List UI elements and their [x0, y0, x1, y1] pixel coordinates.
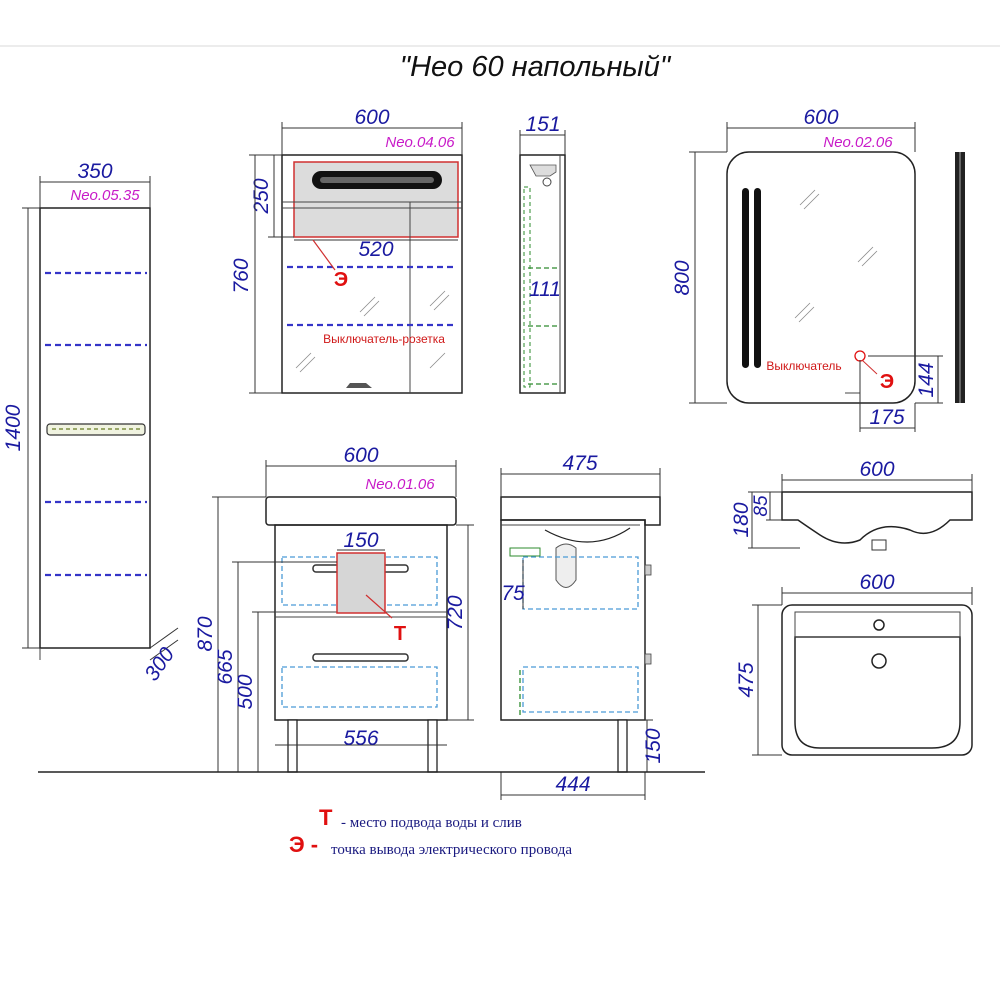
sink-height-85-dim: 85	[751, 495, 772, 517]
cabinet-side-body	[519, 154, 566, 394]
mirror-body	[726, 151, 916, 404]
cabinet-lamp-height-dim: 250	[250, 178, 273, 214]
cabinet-depth-dim: 151	[525, 113, 560, 136]
legend-mark-t: Т	[319, 805, 333, 830]
sink-top-width-dim: 600	[859, 571, 894, 594]
sink-top-body	[781, 604, 973, 756]
vanity-side: 475 75 150 444	[500, 452, 665, 800]
mirror-width-dim: 600	[803, 106, 838, 129]
mirror-cabinet-front: 600 Neo.04.06 250 520 760 Э Выключатель-…	[230, 106, 463, 394]
vanity-siphon	[555, 543, 577, 588]
sink-top-depth-dim: 475	[735, 662, 758, 697]
pencil-depth-dim: 300	[140, 643, 179, 685]
vanity-side-75-dim: 75	[501, 582, 525, 605]
cabinet-shelf-depth-dim: 111	[529, 278, 561, 301]
vanity-t-mark: Т	[394, 623, 406, 645]
cabinet-code: Neo.04.06	[385, 134, 455, 151]
legend-text-e: точка вывода электрического провода	[331, 842, 572, 858]
mirror-e-mark: Э	[880, 371, 894, 393]
pencil-code: Neo.05.35	[70, 187, 140, 204]
cabinet-switch-socket-label: Выключатель-розетка	[323, 332, 445, 346]
faucet-hole	[873, 619, 885, 631]
vanity-sink-top	[265, 496, 457, 526]
vanity-depth-dim: 475	[562, 452, 597, 475]
cabinet-height-dim: 760	[230, 258, 253, 293]
pencil-case: 350 Neo.05.35 1400 300	[2, 160, 179, 685]
sink-side-profile	[781, 491, 973, 544]
legend-mark-e: Э -	[289, 832, 318, 857]
cabinet-width-dim: 600	[354, 106, 389, 129]
drawing-title: "Нео 60 напольный"	[400, 51, 672, 83]
vanity-height-500-dim: 500	[234, 674, 257, 709]
vanity-total-height-dim: 870	[194, 616, 217, 651]
mirror-switch-label: Выключатель	[766, 359, 841, 373]
mirror-height-dim: 800	[671, 260, 694, 295]
sink-basin	[794, 636, 961, 749]
vanity-leg-right	[427, 719, 438, 773]
vanity-inner-width-dim: 556	[343, 727, 378, 750]
mirror-switch-x-dim: 175	[869, 406, 904, 429]
sink-side: 600 180 85	[730, 458, 973, 551]
vanity-front: Т 600 Neo.01.06 150 870 665 500 720 556	[194, 444, 474, 773]
vanity-leg-left	[287, 719, 298, 773]
cabinet-bottom-light	[346, 383, 372, 388]
vanity-side-sink	[500, 496, 661, 526]
vanity-handle-bottom	[312, 653, 409, 662]
vanity-height-720-dim: 720	[444, 595, 467, 630]
mirror-switch-y-dim: 144	[915, 362, 938, 397]
vanity-width-dim: 600	[343, 444, 378, 467]
vanity-code: Neo.01.06	[365, 476, 435, 493]
pencil-case-body	[39, 207, 151, 649]
sink-top: 600 475	[735, 571, 973, 756]
pencil-height-dim: 1400	[2, 404, 25, 451]
legend: Т - место подвода воды и слив Э - точка …	[289, 805, 572, 858]
legend-text-t: - место подвода воды и слив	[341, 815, 522, 831]
vanity-cutout-width-dim: 150	[343, 529, 378, 552]
mirror-cabinet-side: 151 111	[519, 113, 566, 394]
sink-height-180-dim: 180	[730, 502, 753, 537]
mirror-cabinet-body	[281, 154, 463, 394]
mirror-code: Neo.02.06	[823, 134, 893, 151]
vanity-side-body	[500, 519, 646, 721]
cabinet-inner-width-dim: 520	[358, 238, 393, 261]
mirror-lamp-right	[754, 188, 761, 368]
vanity-height-665-dim: 665	[214, 649, 237, 684]
drain-hole	[871, 653, 887, 669]
cabinet-e-mark: Э	[334, 269, 348, 291]
vanity-side-drawer-2	[522, 666, 639, 713]
mirror-front: Выключатель Э 600 Neo.02.06 800 175 144	[671, 106, 965, 432]
vanity-drawer-2-inner	[281, 666, 438, 708]
pencil-width-dim: 350	[77, 160, 112, 183]
vanity-side-leg	[617, 719, 628, 773]
mirror-switch-point	[854, 350, 866, 362]
sink-side-width-dim: 600	[859, 458, 894, 481]
mirror-lamp-left	[742, 188, 749, 368]
vanity-base-depth-dim: 444	[555, 773, 590, 796]
cabinet-side-door	[523, 186, 531, 388]
vanity-body	[274, 524, 448, 721]
vanity-leg-height-dim: 150	[642, 728, 665, 763]
vanity-side-drawer-1	[522, 556, 639, 610]
vanity-water-cutout	[336, 552, 386, 614]
